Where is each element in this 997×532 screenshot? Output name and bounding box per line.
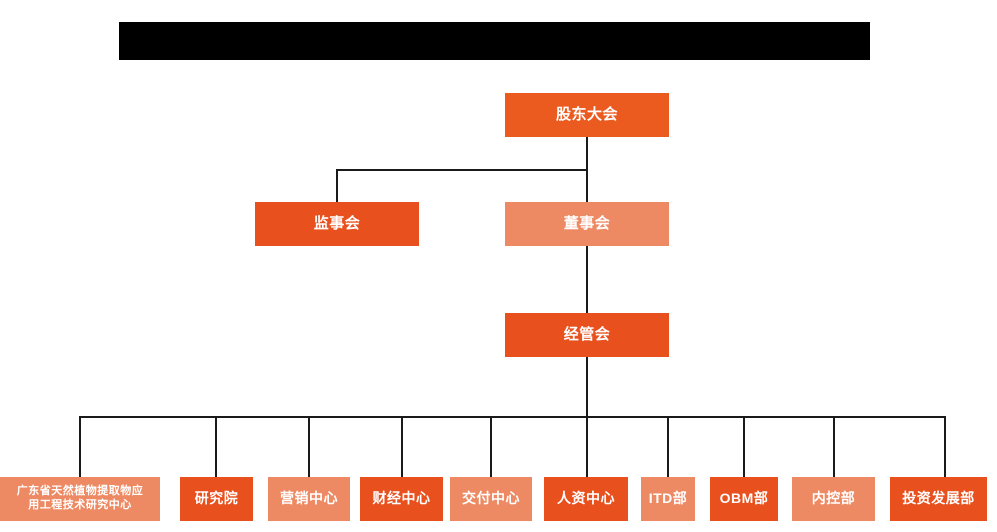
node-dept-internal-control-label: 内控部	[811, 490, 856, 507]
node-board-of-directors-label: 董事会	[563, 214, 611, 232]
node-board-of-directors[interactable]: 董事会	[505, 202, 669, 246]
node-board-of-supervisors[interactable]: 监事会	[255, 202, 419, 246]
connector-drop-dept-4	[401, 416, 403, 477]
connector-tier2-bus	[336, 169, 588, 171]
node-management-committee-label: 经管会	[563, 325, 611, 343]
connector-drop-dept-6	[586, 416, 588, 477]
node-dept-itd-label: ITD部	[648, 490, 688, 507]
node-management-committee[interactable]: 经管会	[505, 313, 669, 357]
node-dept-delivery-center[interactable]: 交付中心	[450, 477, 532, 521]
node-dept-finance-center-label: 财经中心	[372, 490, 431, 507]
node-dept-obm[interactable]: OBM部	[710, 477, 778, 521]
connector-departments-bus	[79, 416, 946, 418]
node-dept-guangdong-research-center[interactable]: 广东省天然植物提取物应 用工程技术研究中心	[0, 477, 160, 521]
connector-drop-dept-9	[833, 416, 835, 477]
node-dept-guangdong-research-center-label: 广东省天然植物提取物应 用工程技术研究中心	[16, 485, 144, 511]
node-dept-marketing-center[interactable]: 营销中心	[268, 477, 350, 521]
node-dept-hr-center[interactable]: 人资中心	[544, 477, 628, 521]
connector-shareholders-down	[586, 137, 588, 170]
connector-drop-dept-3	[308, 416, 310, 477]
connector-drop-dept-8	[743, 416, 745, 477]
connector-drop-dept-10	[944, 416, 946, 477]
node-dept-research-institute[interactable]: 研究院	[180, 477, 253, 521]
connector-to-directors	[586, 169, 588, 202]
connector-directors-to-management	[586, 246, 588, 313]
node-dept-investment-development-label: 投资发展部	[902, 490, 975, 507]
connector-drop-dept-5	[490, 416, 492, 477]
node-dept-obm-label: OBM部	[719, 490, 769, 507]
node-dept-research-institute-label: 研究院	[194, 490, 239, 507]
node-dept-internal-control[interactable]: 内控部	[792, 477, 875, 521]
node-dept-finance-center[interactable]: 财经中心	[360, 477, 443, 521]
node-dept-investment-development[interactable]: 投资发展部	[890, 477, 987, 521]
redacted-title-bar	[119, 22, 870, 60]
node-dept-itd[interactable]: ITD部	[641, 477, 695, 521]
connector-management-down	[586, 357, 588, 417]
node-dept-marketing-center-label: 营销中心	[280, 490, 338, 507]
node-dept-delivery-center-label: 交付中心	[462, 490, 520, 507]
node-shareholders-meeting[interactable]: 股东大会	[505, 93, 669, 137]
connector-drop-dept-1	[79, 416, 81, 477]
connector-to-supervisors	[336, 169, 338, 202]
connector-drop-dept-7	[667, 416, 669, 477]
node-board-of-supervisors-label: 监事会	[313, 214, 361, 232]
node-dept-hr-center-label: 人资中心	[557, 490, 615, 507]
connector-drop-dept-2	[215, 416, 217, 477]
node-shareholders-meeting-label: 股东大会	[555, 105, 618, 123]
